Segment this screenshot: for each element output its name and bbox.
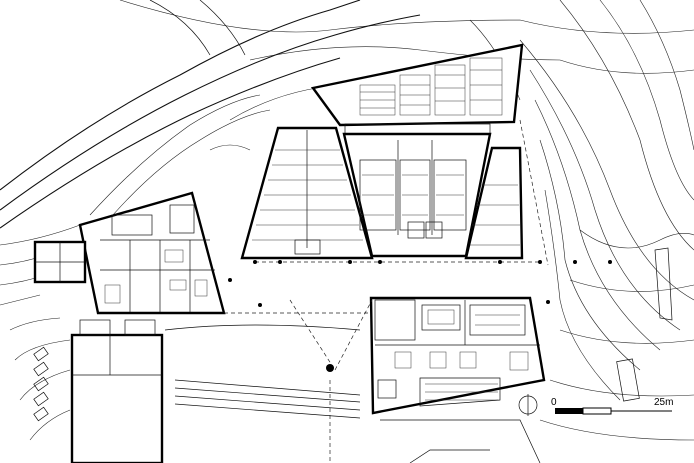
central-lecture-hall	[240, 126, 374, 260]
access-road	[0, 0, 421, 229]
plaza-circulation	[164, 119, 673, 463]
scale-bar-end-label: 25m	[654, 397, 673, 408]
north-arrow	[518, 394, 538, 416]
auditorium-seating	[359, 57, 503, 116]
east-lecture-halls	[342, 132, 524, 260]
topographic-contours	[0, 0, 694, 441]
south-east-office-block	[369, 296, 546, 415]
structural-columns	[228, 260, 612, 372]
parking-bays	[33, 346, 49, 422]
scale-bar: 0 25m	[551, 397, 673, 415]
west-office-wing	[33, 191, 226, 315]
south-west-building	[70, 319, 164, 463]
north-auditorium-block	[310, 43, 524, 135]
scale-bar-start-label: 0	[551, 397, 557, 408]
